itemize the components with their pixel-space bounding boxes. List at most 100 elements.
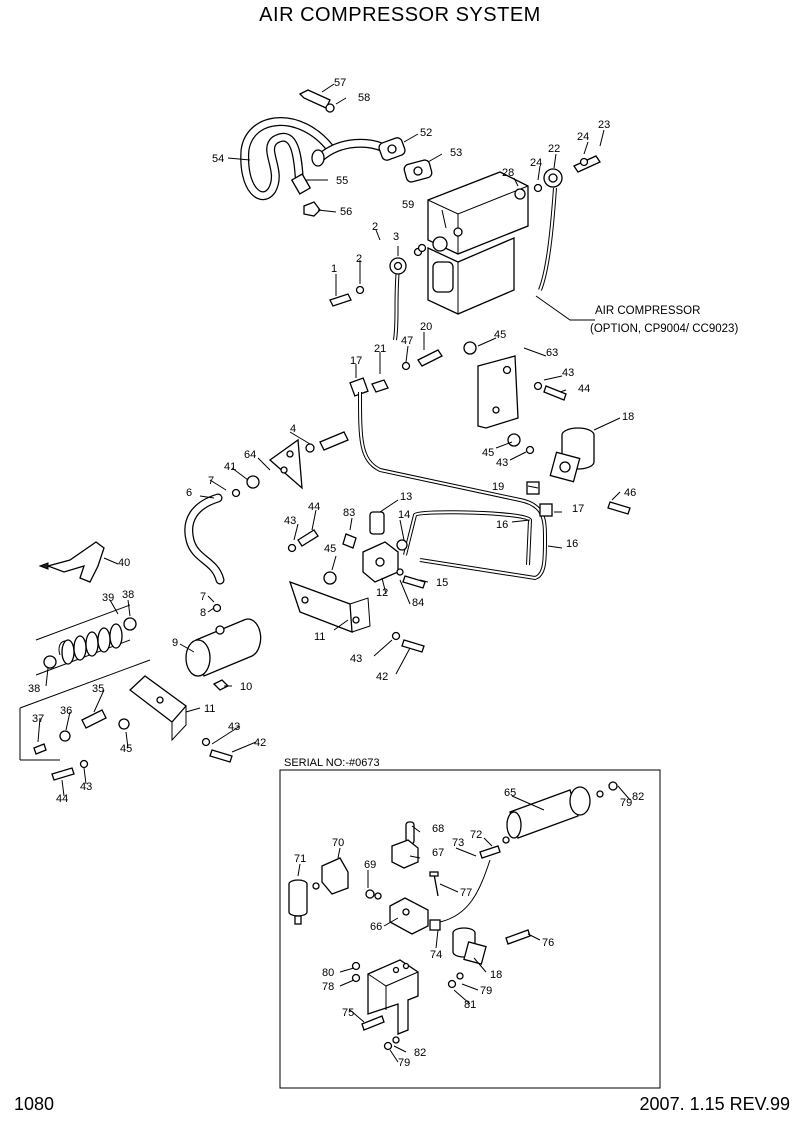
- part-label: 2: [356, 253, 362, 265]
- part-label: 2: [372, 221, 378, 233]
- part-label: 45: [494, 329, 506, 341]
- revision-date: 2007. 1.15 REV.99: [639, 1094, 790, 1114]
- part-label: 40: [118, 557, 130, 569]
- part-label: 65: [504, 787, 516, 799]
- part-label: 57: [334, 77, 346, 89]
- part-label: 66: [370, 921, 382, 933]
- part-label: 79: [398, 1057, 410, 1069]
- part-label: 43: [80, 781, 92, 793]
- part-label: 35: [92, 683, 104, 695]
- part-label: 67: [432, 847, 444, 859]
- part-label: 72: [470, 829, 482, 841]
- part-label: 39: [102, 592, 114, 604]
- part-label: 24: [577, 131, 589, 143]
- part-number-labels: 57 58 52 53 54 55 56 23 24 22 24 28 59 3…: [28, 77, 644, 1069]
- part-label: 80: [322, 967, 334, 979]
- callout-option: (OPTION, CP9004/ CC9023): [590, 323, 738, 335]
- part-label: 16: [496, 519, 508, 531]
- part-label: 13: [400, 491, 412, 503]
- inset-frame: [279, 769, 661, 1089]
- part-label: 43: [562, 367, 574, 379]
- part-label: 44: [56, 793, 68, 805]
- part-label: 71: [294, 853, 306, 865]
- part-label: 38: [28, 683, 40, 695]
- part-label: 45: [482, 447, 494, 459]
- part-label: 20: [420, 321, 432, 333]
- air-gun-40: [38, 541, 105, 583]
- part-label: 43: [284, 515, 296, 527]
- air-compressor: [427, 171, 529, 315]
- part-label: 73: [452, 837, 464, 849]
- part-label: 55: [336, 175, 348, 187]
- bracket-63: [463, 341, 567, 429]
- part-label: 1: [331, 263, 337, 275]
- part-label: 37: [32, 713, 44, 725]
- part-label: 19: [492, 481, 504, 493]
- part-label: 74: [430, 949, 442, 961]
- part-label: 3: [393, 231, 399, 243]
- part-label: 18: [490, 969, 502, 981]
- part-label: 41: [224, 461, 236, 473]
- part-label: 11: [314, 631, 325, 643]
- part-label: 9: [172, 637, 178, 649]
- part-label: 38: [122, 589, 134, 601]
- part-label: 4: [290, 423, 296, 435]
- part-label: 43: [350, 653, 362, 665]
- part-label: 14: [398, 509, 410, 521]
- part-label: 53: [450, 147, 462, 159]
- fitting-22: [514, 155, 601, 200]
- part-label: 76: [542, 937, 554, 949]
- air-tank-9: [185, 603, 262, 691]
- part-label: 54: [212, 153, 224, 165]
- part-label: 42: [376, 671, 388, 683]
- part-label: 24: [530, 157, 542, 169]
- part-label: 23: [598, 119, 610, 131]
- part-label: 18: [622, 411, 634, 423]
- page-number: 1080: [14, 1094, 55, 1114]
- part-label: 12: [376, 587, 388, 599]
- valve-block-12: [323, 511, 426, 589]
- part-label: 45: [120, 743, 132, 755]
- part-label: 70: [332, 837, 344, 849]
- part-label: 84: [412, 597, 424, 609]
- part-label: 17: [350, 355, 362, 367]
- part-label: 52: [420, 127, 432, 139]
- page-title: AIR COMPRESSOR SYSTEM: [259, 4, 541, 26]
- valve-18: [507, 427, 631, 517]
- part-label: 79: [480, 985, 492, 997]
- part-label: 47: [401, 335, 413, 347]
- part-label: 36: [60, 705, 72, 717]
- part-label: 79: [620, 797, 632, 809]
- part-label: 63: [546, 347, 558, 359]
- part-label: 46: [624, 487, 636, 499]
- part-label: 82: [414, 1047, 426, 1059]
- part-label: 56: [340, 206, 352, 218]
- part-label: 16: [566, 538, 578, 550]
- inset-parts: [288, 781, 618, 1051]
- part-label: 17: [572, 503, 584, 515]
- part-label: 64: [244, 449, 256, 461]
- part-label: 43: [228, 721, 240, 733]
- serial-label: SERIAL NO:-#0673: [284, 757, 380, 769]
- part-label: 78: [322, 981, 334, 993]
- hose-assembly: [240, 89, 433, 217]
- part-label: 44: [578, 383, 590, 395]
- part-label: 7: [208, 475, 214, 487]
- part-label: 44: [308, 501, 320, 513]
- part-label: 68: [432, 823, 444, 835]
- part-label: 22: [548, 143, 560, 155]
- leader-lines: [37, 83, 631, 1063]
- part-label: 83: [343, 507, 355, 519]
- part-label: 45: [324, 543, 336, 555]
- part-label: 82: [632, 791, 644, 803]
- part-label: 69: [364, 859, 376, 871]
- fitting-1-2-3: [329, 243, 427, 307]
- part-label: 7: [200, 591, 206, 603]
- part-label: 6: [186, 487, 192, 499]
- bracket-11-left: [19, 659, 233, 781]
- part-label: 8: [200, 607, 206, 619]
- bracket-11-mid: [287, 529, 425, 653]
- part-label: 59: [402, 199, 414, 211]
- coil-hose-39: [35, 604, 137, 676]
